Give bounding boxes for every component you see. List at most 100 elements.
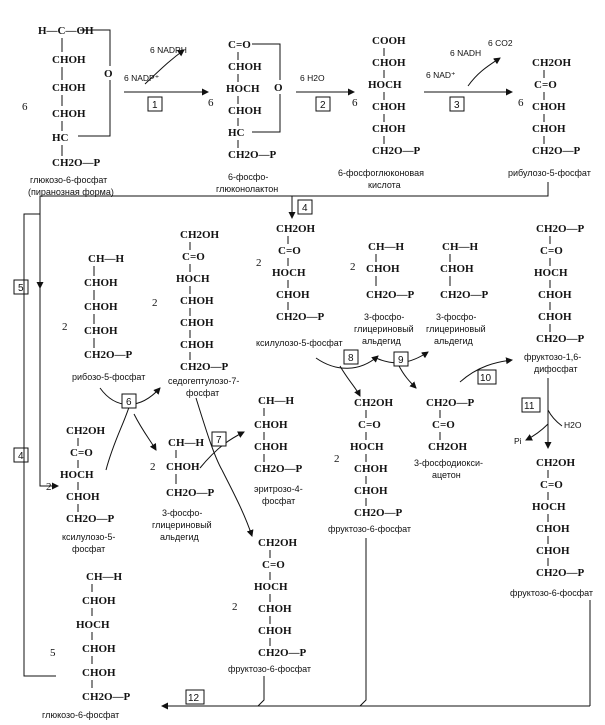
- svg-text:C=O: C=O: [70, 447, 93, 459]
- svg-text:HOCH: HOCH: [534, 267, 568, 279]
- svg-text:C=O: C=O: [540, 479, 563, 491]
- svg-text:CH2O—P: CH2O—P: [354, 507, 403, 519]
- svg-text:CHOH: CHOH: [82, 643, 116, 655]
- svg-text:CHOH: CHOH: [354, 485, 388, 497]
- connector-to-xylulose-left: [39, 288, 59, 490]
- reaction-step-6: 6: [99, 387, 161, 471]
- svg-text:CH—H: CH—H: [86, 571, 123, 583]
- svg-text:C=O: C=O: [540, 245, 563, 257]
- svg-text:CHOH: CHOH: [258, 625, 292, 637]
- svg-text:O: O: [274, 82, 283, 94]
- svg-text:6: 6: [352, 97, 358, 109]
- svg-text:CHOH: CHOH: [84, 277, 118, 289]
- svg-text:8: 8: [348, 353, 354, 364]
- svg-text:CHOH: CHOH: [536, 523, 570, 535]
- step-3-box: 3: [449, 96, 465, 112]
- svg-text:2: 2: [152, 297, 158, 309]
- step-9-box: 9: [393, 351, 409, 367]
- svg-text:глицериновый: глицериновый: [354, 324, 414, 334]
- svg-text:2: 2: [256, 257, 262, 269]
- svg-text:HOCH: HOCH: [272, 267, 306, 279]
- svg-text:7: 7: [216, 435, 222, 446]
- svg-text:1: 1: [152, 100, 158, 111]
- svg-text:CHOH: CHOH: [180, 339, 214, 351]
- svg-text:CHOH: CHOH: [82, 667, 116, 679]
- svg-text:12: 12: [188, 693, 200, 704]
- svg-text:H2O: H2O: [564, 420, 582, 430]
- svg-text:CHOH: CHOH: [84, 325, 118, 337]
- svg-text:CHOH: CHOH: [180, 317, 214, 329]
- xylulose-5-phosphate-top: CH2OH C=O HOCH CHOH CH2O—P 2 ксилулозо-5…: [256, 223, 343, 348]
- svg-text:C=O: C=O: [358, 419, 381, 431]
- svg-text:CHOH: CHOH: [538, 311, 572, 323]
- glucose-6-phosphate-pyranose: H—C—OH CHOH CHOH CHOH HC CH2O—P 6 O глюк…: [22, 25, 116, 197]
- svg-text:CH2O—P: CH2O—P: [82, 691, 131, 703]
- svg-text:дифосфат: дифосфат: [534, 364, 578, 374]
- svg-text:2: 2: [232, 601, 238, 613]
- reaction-step-1: 6 NADP⁺ 6 NADPH 1: [124, 45, 209, 112]
- svg-text:фосфат: фосфат: [72, 544, 105, 554]
- svg-text:11: 11: [524, 401, 535, 412]
- step-10-box: 10: [477, 369, 497, 385]
- svg-text:CH2O—P: CH2O—P: [180, 361, 229, 373]
- ribose-5-phosphate: CH—H CHOH CHOH CHOH CH2O—P 2 рибозо-5-фо…: [62, 253, 145, 382]
- svg-text:альдегид: альдегид: [362, 336, 402, 346]
- svg-text:CH2O—P: CH2O—P: [84, 349, 133, 361]
- svg-text:CHOH: CHOH: [82, 595, 116, 607]
- svg-text:CH—H: CH—H: [88, 253, 125, 265]
- svg-text:6 NADPH: 6 NADPH: [150, 45, 187, 55]
- svg-text:HC: HC: [52, 132, 69, 144]
- svg-text:3-фосфо-: 3-фосфо-: [364, 312, 404, 322]
- svg-text:HOCH: HOCH: [532, 501, 566, 513]
- svg-text:CHOH: CHOH: [228, 105, 262, 117]
- svg-text:седогептулозо-7-: седогептулозо-7-: [168, 376, 239, 386]
- dihydroxyacetone-phosphate: CH2O—P C=O CH2OH 3-фосфодиокси- ацетон: [414, 397, 483, 480]
- svg-text:CHOH: CHOH: [372, 57, 406, 69]
- svg-text:фруктозо-6-фосфат: фруктозо-6-фосфат: [510, 588, 593, 598]
- svg-text:кислота: кислота: [368, 180, 401, 190]
- svg-text:CHOH: CHOH: [52, 54, 86, 66]
- svg-text:C=O: C=O: [534, 79, 557, 91]
- svg-text:CHOH: CHOH: [84, 301, 118, 313]
- svg-text:CHOH: CHOH: [166, 461, 200, 473]
- svg-text:2: 2: [46, 481, 52, 493]
- svg-text:глицериновый: глицериновый: [152, 520, 212, 530]
- svg-text:CHOH: CHOH: [66, 491, 100, 503]
- svg-text:5: 5: [50, 647, 56, 659]
- connector-recycle-glucose: [23, 213, 56, 677]
- svg-text:CHOH: CHOH: [254, 441, 288, 453]
- reaction-step-12: 12: [161, 538, 591, 710]
- svg-text:CHOH: CHOH: [372, 123, 406, 135]
- svg-text:CHOH: CHOH: [52, 82, 86, 94]
- glyceraldehyde-3-phosphate-3: CH—H CHOH CH2O—P 2 3-фосфо- глицериновый…: [150, 437, 215, 542]
- svg-text:глюконолактон: глюконолактон: [216, 184, 278, 194]
- svg-text:6-фосфоглюконовая: 6-фосфоглюконовая: [338, 168, 424, 178]
- 6-phosphogluconolactone: C=O CHOH HOCH CHOH HC CH2O—P 6 O 6-фосфо…: [208, 39, 286, 194]
- svg-text:CHOH: CHOH: [532, 101, 566, 113]
- svg-text:5: 5: [18, 283, 24, 294]
- svg-text:глюкозо-6-фосфат: глюкозо-6-фосфат: [42, 710, 119, 720]
- svg-text:6: 6: [22, 101, 28, 113]
- svg-text:CH2O—P: CH2O—P: [258, 647, 307, 659]
- step-5-box: 5: [13, 279, 29, 295]
- reaction-step-2: 6 H2O 2: [296, 73, 355, 112]
- svg-text:CH2OH: CH2OH: [428, 441, 468, 453]
- step-1-box: 1: [147, 96, 163, 112]
- svg-text:CH2O—P: CH2O—P: [440, 289, 489, 301]
- svg-text:2: 2: [150, 461, 156, 473]
- svg-text:CH2OH: CH2OH: [536, 457, 576, 469]
- svg-text:CHOH: CHOH: [366, 263, 400, 275]
- svg-text:CHOH: CHOH: [254, 419, 288, 431]
- svg-text:HOCH: HOCH: [226, 83, 260, 95]
- svg-text:рибозо-5-фосфат: рибозо-5-фосфат: [72, 372, 145, 382]
- svg-text:6: 6: [208, 97, 214, 109]
- svg-text:C=O: C=O: [278, 245, 301, 257]
- svg-text:CH2O—P: CH2O—P: [536, 333, 585, 345]
- svg-text:6: 6: [518, 97, 524, 109]
- fructose-6-phosphate-bottom: CH2OH C=O HOCH CHOH CHOH CH2O—P 2 фрукто…: [228, 537, 311, 674]
- svg-text:рибулозо-5-фосфат: рибулозо-5-фосфат: [508, 168, 591, 178]
- svg-text:фруктозо-6-фосфат: фруктозо-6-фосфат: [228, 664, 311, 674]
- step-12-box: 12: [185, 689, 205, 705]
- svg-text:CHOH: CHOH: [228, 61, 262, 73]
